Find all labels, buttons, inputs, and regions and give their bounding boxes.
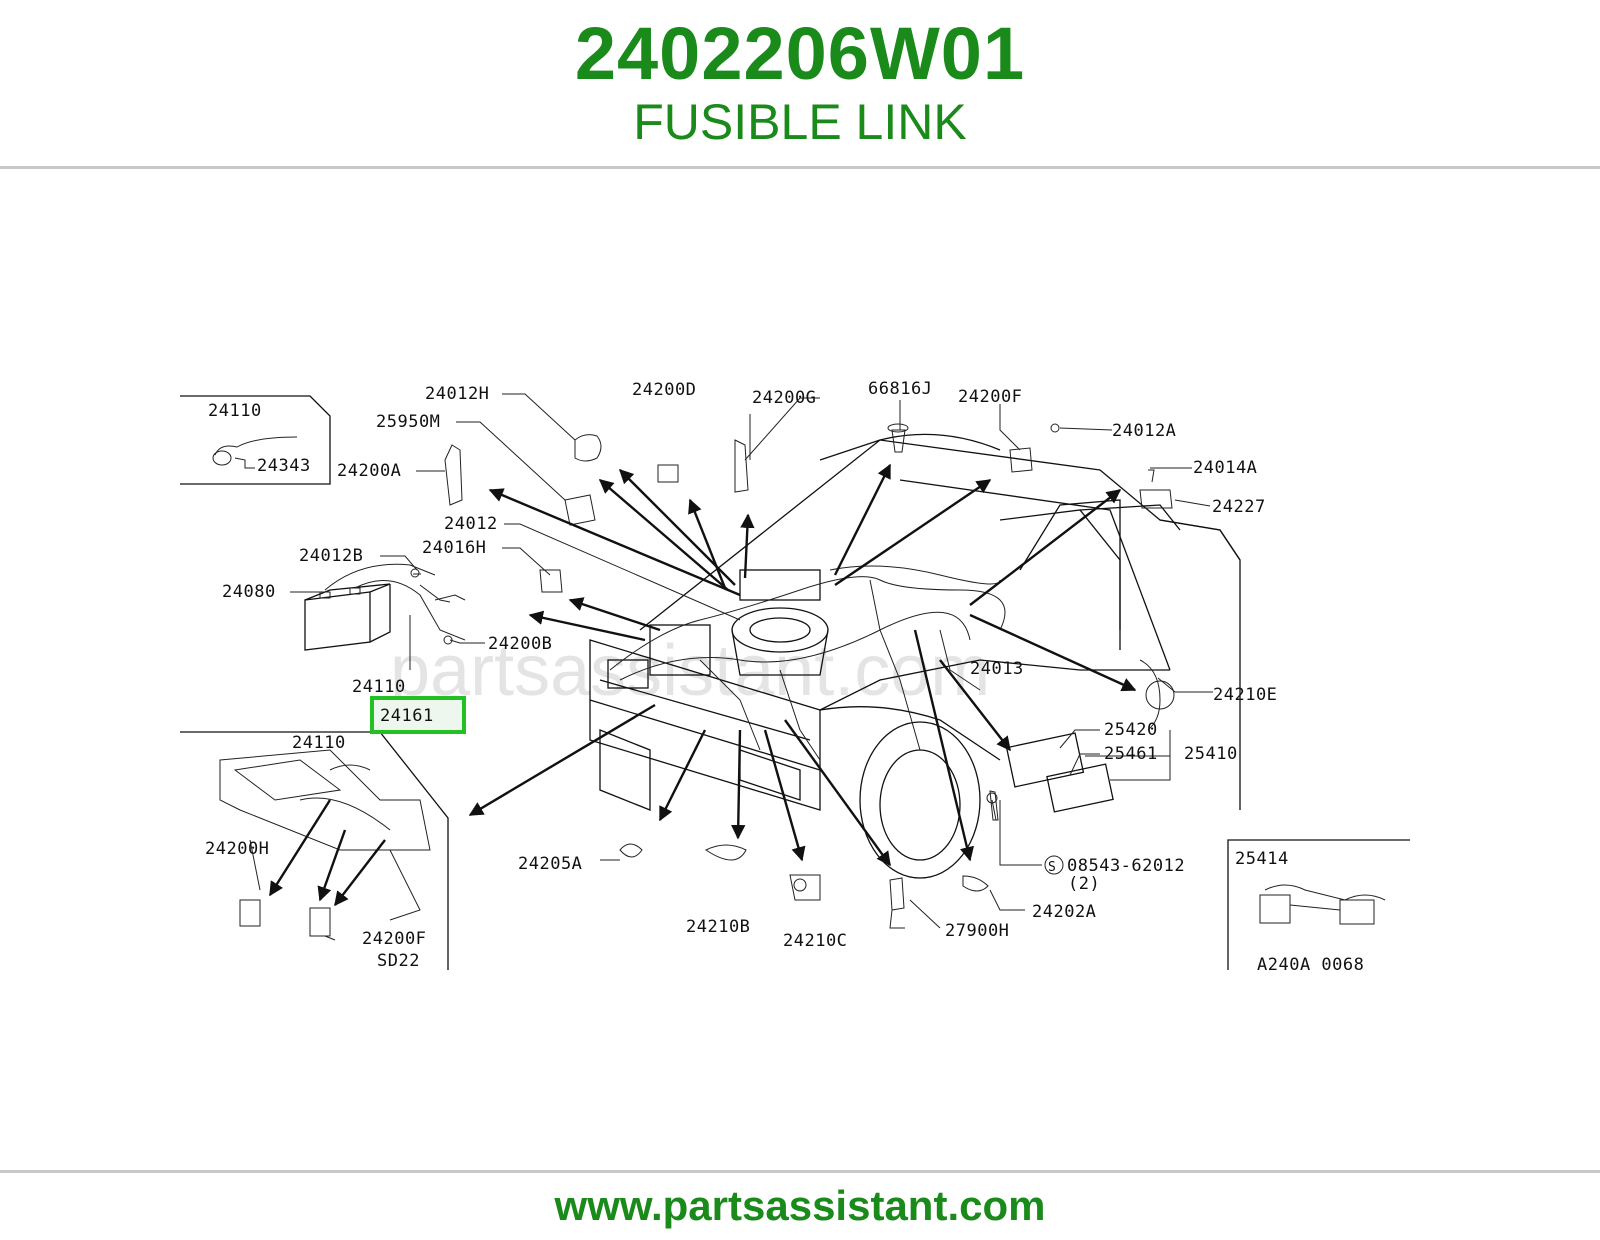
header-divider <box>0 166 1600 169</box>
label-SD22: SD22 <box>377 951 420 971</box>
label-25950M: 25950M <box>376 412 440 432</box>
battery-cluster <box>304 563 466 651</box>
label-24161-highlighted[interactable]: 24161 <box>380 706 434 726</box>
label-24110-inset: 24110 <box>208 401 262 421</box>
label-24016H: 24016H <box>422 538 486 558</box>
inset-top-left: 24110 24343 <box>180 395 331 485</box>
label-24200D: 24200D <box>632 380 696 400</box>
right-components <box>986 659 1175 821</box>
leader-lines <box>249 393 1213 941</box>
label-27900H: 27900H <box>945 921 1009 941</box>
label-25410: 25410 <box>1184 744 1238 764</box>
highlight-box-24161[interactable] <box>370 696 466 734</box>
footer-website-link[interactable]: www.partsassistant.com <box>554 1182 1046 1229</box>
inset-bottom-left <box>180 731 449 970</box>
label-24202A: 24202A <box>1032 902 1096 922</box>
inset-bottom-right <box>1227 839 1410 970</box>
label-24200F-top: 24200F <box>958 387 1022 407</box>
label-25414: 25414 <box>1235 849 1289 869</box>
label-24227: 24227 <box>1212 497 1266 517</box>
label-24012B: 24012B <box>299 546 363 566</box>
label-24200H: 24200H <box>205 839 269 859</box>
part-name-subtitle: FUSIBLE LINK <box>633 94 967 150</box>
label-08543-62012: 08543-62012 <box>1067 856 1185 876</box>
part-number-title: 2402206W01 <box>574 12 1026 95</box>
label-08543-qty: (2) <box>1068 874 1100 894</box>
footer-divider <box>0 1170 1600 1173</box>
label-A240A-0068: A240A 0068 <box>1257 955 1364 975</box>
label-24110-low: 24110 <box>292 733 346 753</box>
label-24080: 24080 <box>222 582 276 602</box>
label-25461: 25461 <box>1104 744 1158 764</box>
label-24210E: 24210E <box>1213 685 1277 705</box>
label-24200F-low: 24200F <box>362 929 426 949</box>
callout-arrows <box>468 463 1137 867</box>
standard-part-symbol <box>1044 855 1064 875</box>
label-24200G: 24200G <box>752 388 816 408</box>
label-25420: 25420 <box>1104 720 1158 740</box>
label-24200A: 24200A <box>337 461 401 481</box>
label-24012H: 24012H <box>425 384 489 404</box>
label-24210C: 24210C <box>783 931 847 951</box>
label-24014A: 24014A <box>1193 458 1257 478</box>
label-24012: 24012 <box>444 514 498 534</box>
small-parts <box>413 423 1173 911</box>
parts-diagram: partsassistant.com 24110 24343 <box>180 330 1420 1010</box>
label-24205A: 24205A <box>518 854 582 874</box>
label-24210B: 24210B <box>686 917 750 937</box>
label-24200B: 24200B <box>488 634 552 654</box>
label-24012A: 24012A <box>1112 421 1176 441</box>
page-header: 2402206W01 FUSIBLE LINK <box>0 0 1600 168</box>
label-24110-mid: 24110 <box>352 677 406 697</box>
label-S: S <box>1048 860 1056 875</box>
label-66816J: 66816J <box>868 379 932 399</box>
label-24013: 24013 <box>970 659 1024 679</box>
label-24343: 24343 <box>257 456 311 476</box>
